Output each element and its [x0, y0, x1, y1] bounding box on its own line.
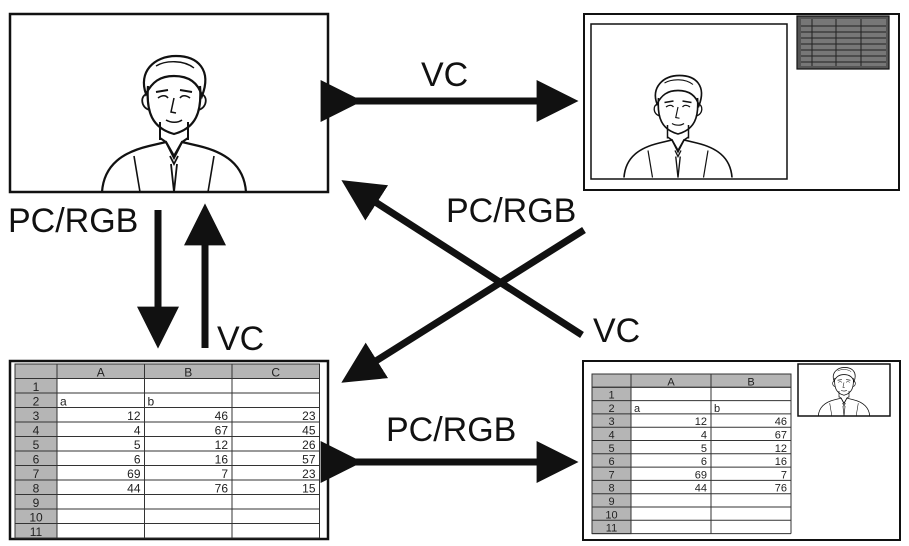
table-cell: 57 — [302, 453, 316, 467]
row-header: 3 — [608, 416, 614, 428]
table-cell: 46 — [775, 416, 787, 428]
arrow-diagonal-to-top-left — [341, 180, 584, 338]
column-header: B — [747, 376, 754, 388]
row-header: 6 — [608, 456, 614, 468]
table-cell: 12 — [775, 443, 787, 455]
label-vc-top: VC — [421, 56, 468, 94]
row-header: 8 — [608, 483, 614, 495]
table-cell: 44 — [695, 483, 707, 495]
table-cell: b — [714, 403, 720, 415]
row-header: 5 — [33, 438, 40, 452]
table-cell: a — [60, 395, 67, 409]
table-cell: 16 — [215, 453, 229, 467]
row-header: 6 — [33, 453, 40, 467]
row-header: 4 — [608, 430, 614, 442]
table-cell: 6 — [134, 453, 141, 467]
column-header: C — [271, 366, 280, 380]
row-header: 11 — [30, 525, 43, 539]
row-header: 9 — [608, 496, 614, 508]
table-cell: 46 — [215, 409, 229, 423]
table-cell: 16 — [775, 456, 787, 468]
row-header: 8 — [33, 482, 40, 496]
table-cell: 5 — [701, 443, 707, 455]
table-cell: 15 — [302, 482, 316, 496]
label-vc-right: VC — [593, 312, 640, 350]
row-header: 4 — [33, 424, 40, 438]
table-cell: 44 — [127, 482, 141, 496]
table-cell: 4 — [134, 424, 141, 438]
row-header: 1 — [33, 380, 40, 394]
table-cell: 67 — [215, 424, 229, 438]
row-header: 10 — [29, 511, 43, 525]
spreadsheet-thumbnail — [796, 15, 890, 70]
table-cell: 69 — [127, 467, 141, 481]
display-top-left — [8, 12, 330, 194]
column-header: A — [667, 376, 675, 388]
table-cell: 67 — [775, 430, 787, 442]
table-cell: 4 — [701, 430, 707, 442]
table-cell: 23 — [302, 409, 316, 423]
table-cell: 45 — [302, 424, 316, 438]
row-header: 10 — [605, 509, 617, 521]
table-cell: 12 — [127, 409, 141, 423]
table-cell: 26 — [302, 438, 316, 452]
row-header: 1 — [608, 390, 614, 402]
table-cell: 69 — [695, 469, 707, 481]
column-header: B — [184, 366, 192, 380]
row-header: 2 — [33, 395, 40, 409]
row-header: 9 — [33, 496, 40, 510]
row-header: 5 — [608, 443, 614, 455]
table-cell: 6 — [701, 456, 707, 468]
label-pc-rgb-left: PC/RGB — [8, 202, 138, 240]
table-cell: 7 — [781, 469, 787, 481]
table-cell: a — [634, 403, 641, 415]
video-thumbnail — [797, 363, 891, 417]
table-cell: 5 — [134, 438, 141, 452]
table-cell: 12 — [695, 416, 707, 428]
display-top-right — [583, 13, 900, 191]
table-cell: 76 — [775, 483, 787, 495]
arrow-diagonal-to-bottom-left — [341, 227, 586, 383]
label-vc-left: VC — [217, 320, 264, 358]
row-header: 7 — [33, 467, 40, 481]
table-cell: 12 — [215, 438, 229, 452]
table-cell: 23 — [302, 467, 316, 481]
label-pc-rgb-center: PC/RGB — [446, 192, 576, 230]
row-header: 7 — [608, 469, 614, 481]
row-header: 2 — [608, 403, 614, 415]
arrows — [137, 80, 586, 483]
table-cell: 7 — [221, 467, 228, 481]
table-cell: b — [148, 395, 155, 409]
label-pc-rgb-bottom: PC/RGB — [386, 411, 516, 449]
table-cell: 76 — [215, 482, 229, 496]
column-header: A — [97, 366, 105, 380]
row-header: 11 — [606, 523, 617, 535]
row-header: 3 — [33, 409, 40, 423]
